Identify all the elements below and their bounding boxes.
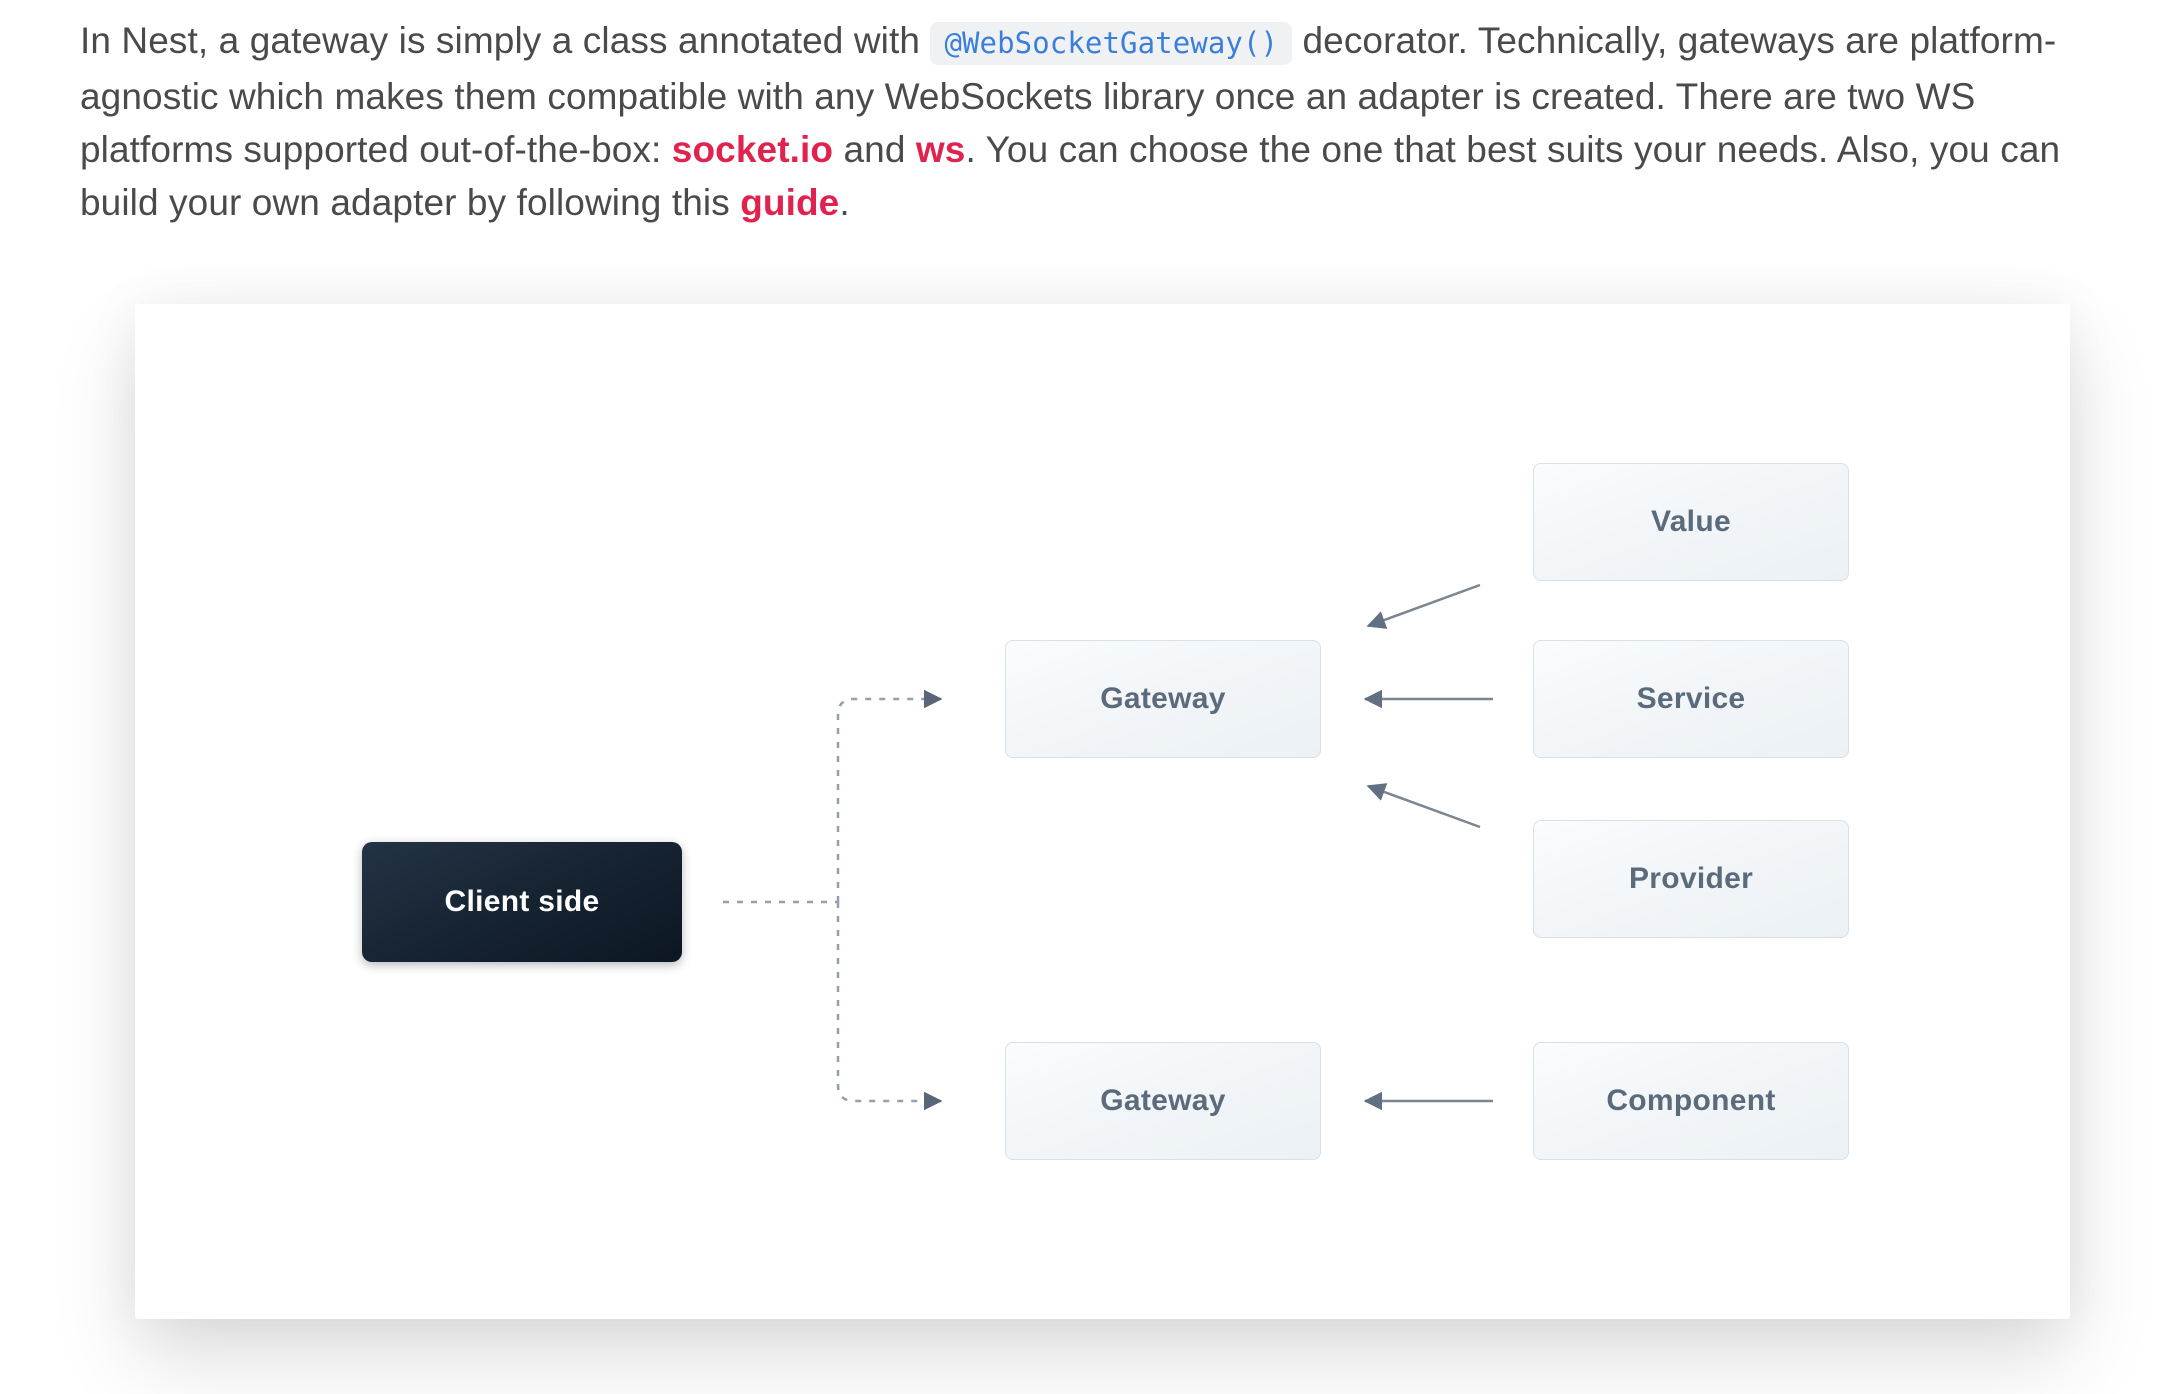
node-service: Service <box>1533 640 1849 758</box>
node-client-side-label: Client side <box>444 885 600 918</box>
text-segment: . <box>839 182 850 223</box>
diagram-arrows <box>723 583 1493 1111</box>
diagram-panel: Client side Gateway Gateway Value Servic… <box>135 304 2070 1319</box>
arrow-provider-to-gateway <box>1366 783 1481 829</box>
node-component: Component <box>1533 1042 1849 1160</box>
node-client-side: Client side <box>362 842 682 962</box>
node-gateway-bottom-label: Gateway <box>1100 1084 1226 1117</box>
dashed-connector-client-to-gateway-bottom <box>836 902 943 1111</box>
intro-paragraph: In Nest, a gateway is simply a class ann… <box>80 14 2065 229</box>
text-segment: In Nest, a gateway is simply a class ann… <box>80 20 931 61</box>
text-segment: and <box>833 129 916 170</box>
text-segment: . You can choose the one that best suits… <box>80 129 2061 223</box>
node-provider-label: Provider <box>1628 862 1754 895</box>
node-provider: Provider <box>1533 820 1849 938</box>
link-guide[interactable]: guide <box>740 182 840 223</box>
link-socket-io[interactable]: socket.io <box>671 129 834 170</box>
node-service-label: Service <box>1636 682 1746 715</box>
text-segment: decorator. Technically, gateways are pla… <box>80 20 2057 170</box>
node-gateway-top: Gateway <box>1005 640 1321 758</box>
inline-code: @WebSocketGateway() <box>930 22 1293 65</box>
node-gateway-top-label: Gateway <box>1100 682 1226 715</box>
node-component-label: Component <box>1606 1084 1776 1117</box>
link-ws[interactable]: ws <box>915 129 966 170</box>
node-gateway-bottom: Gateway <box>1005 1042 1321 1160</box>
node-value: Value <box>1533 463 1849 581</box>
node-value-label: Value <box>1651 505 1731 538</box>
dashed-connector-client-to-gateway-top <box>836 689 943 902</box>
arrow-value-to-gateway <box>1366 583 1481 629</box>
